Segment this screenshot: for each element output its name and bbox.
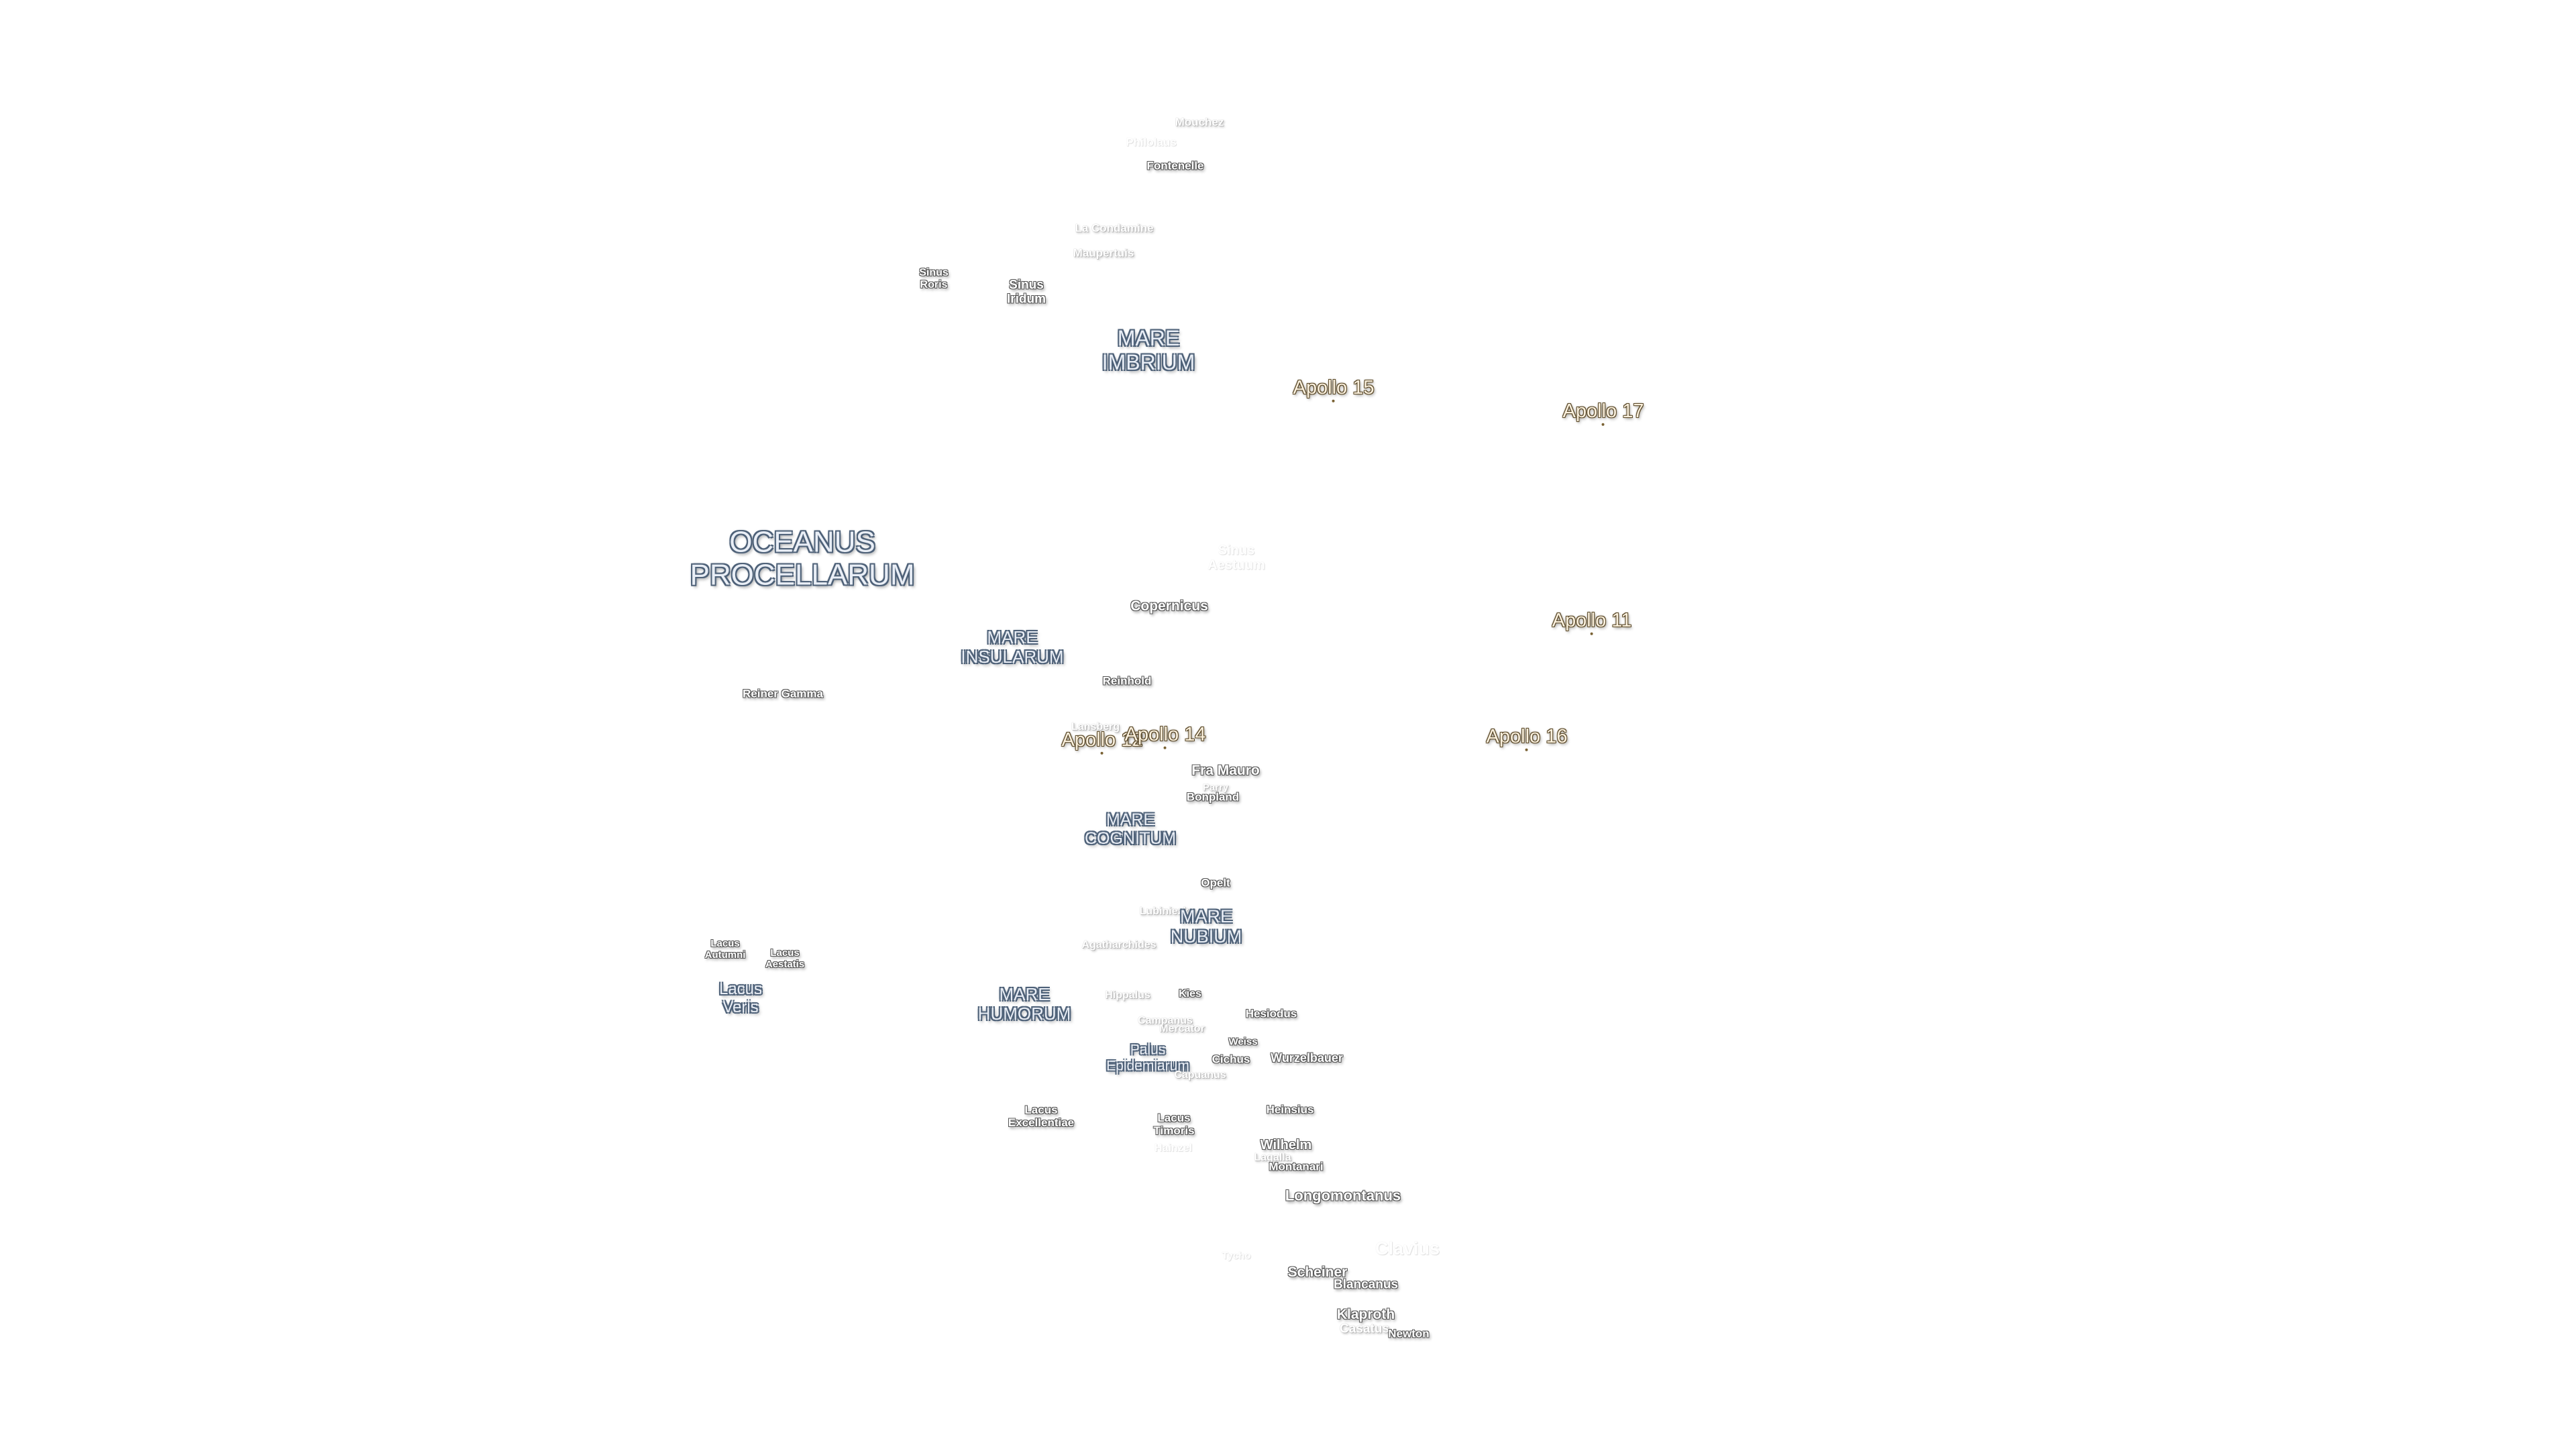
- map-label-mercator[interactable]: Mercator: [1159, 1023, 1205, 1035]
- map-label-reinhold[interactable]: Reinhold: [1102, 674, 1152, 688]
- map-label-copernicus[interactable]: Copernicus: [1130, 598, 1208, 614]
- map-label-philolaus[interactable]: Philolaus: [1126, 136, 1177, 149]
- map-label-hippalus[interactable]: Hippalus: [1105, 989, 1150, 1002]
- map-label-lansberg[interactable]: Lansberg: [1071, 721, 1120, 733]
- map-label-mare-insularum[interactable]: MARE INSULARUM: [961, 627, 1064, 667]
- map-label-sinus-roris[interactable]: Sinus Roris: [919, 267, 949, 290]
- map-label-scheiner[interactable]: Scheiner: [1287, 1265, 1348, 1281]
- map-label-sinus-iridum[interactable]: Sinus Iridum: [1006, 278, 1046, 307]
- map-label-newton[interactable]: Newton: [1388, 1327, 1430, 1340]
- map-label-apollo-14[interactable]: Apollo 14: [1124, 723, 1206, 750]
- map-label-lacus-timoris[interactable]: Lacus Timoris: [1153, 1111, 1195, 1137]
- map-label-lacus-autumni[interactable]: Lacus Autumni: [704, 938, 746, 961]
- map-label-montanari[interactable]: Montanari: [1269, 1160, 1324, 1173]
- map-label-capuanus[interactable]: Capuanus: [1174, 1069, 1226, 1081]
- map-label-mare-cognitum[interactable]: MARE COGNITUM: [1084, 810, 1177, 848]
- map-label-la-condamine[interactable]: La Condamine: [1075, 221, 1154, 235]
- map-label-apollo-17[interactable]: Apollo 17: [1562, 400, 1644, 427]
- map-label-heinsius[interactable]: Heinsius: [1266, 1103, 1314, 1116]
- map-label-fontenelle[interactable]: Fontenelle: [1146, 159, 1204, 172]
- map-label-lubiniezky[interactable]: Lubiniezky: [1139, 906, 1195, 918]
- map-label-mare-imbrium[interactable]: MARE IMBRIUM: [1102, 326, 1195, 374]
- map-label-fra-mauro[interactable]: Fra Mauro: [1191, 763, 1260, 779]
- map-label-longomontanus[interactable]: Longomontanus: [1285, 1187, 1401, 1204]
- map-label-tycho[interactable]: Tycho: [1222, 1250, 1251, 1262]
- map-label-sinus-aestuum[interactable]: Sinus Aestuum: [1208, 543, 1265, 573]
- map-label-mare-humorum[interactable]: MARE HUMORUM: [977, 983, 1071, 1024]
- map-label-maupertuis[interactable]: Maupertuis: [1073, 246, 1134, 260]
- map-label-hainzel[interactable]: Hainzel: [1154, 1142, 1193, 1155]
- map-label-klaproth[interactable]: Klaproth: [1336, 1307, 1395, 1323]
- map-label-apollo-15[interactable]: Apollo 15: [1293, 376, 1375, 403]
- map-label-mouchez[interactable]: Mouchez: [1175, 115, 1224, 129]
- map-label-oceanus-procellarum[interactable]: OCEANUS PROCELLARUM: [690, 525, 915, 592]
- map-label-mare-nubium[interactable]: MARE NUBIUM: [1170, 906, 1242, 947]
- map-label-apollo-16[interactable]: Apollo 16: [1486, 725, 1568, 752]
- map-label-clavius[interactable]: Clavius: [1375, 1238, 1440, 1258]
- map-label-lagalla[interactable]: Lagalla: [1254, 1152, 1291, 1164]
- map-label-blancanus[interactable]: Blancanus: [1333, 1277, 1399, 1292]
- map-label-palus-epidemiarum[interactable]: Palus Epidemiarum: [1106, 1042, 1189, 1073]
- map-label-cichus[interactable]: Cichus: [1212, 1053, 1250, 1066]
- map-label-lacus-aestatis[interactable]: Lacus Aestatis: [765, 947, 805, 970]
- map-label-opelt[interactable]: Opelt: [1201, 876, 1230, 890]
- map-label-hesiodus[interactable]: Hesiodus: [1245, 1007, 1297, 1020]
- map-label-lacus-excellentiae[interactable]: Lacus Excellentiae: [1008, 1103, 1075, 1129]
- map-label-casatus[interactable]: Casatus: [1340, 1322, 1389, 1336]
- map-label-bonpland[interactable]: Bonpland: [1186, 790, 1240, 804]
- map-label-kies[interactable]: Kies: [1179, 988, 1201, 1000]
- map-label-lacus-veris[interactable]: Lacus Veris: [718, 980, 763, 1016]
- map-label-weiss[interactable]: Weiss: [1228, 1036, 1258, 1048]
- map-label-apollo-12[interactable]: Apollo 12: [1061, 729, 1143, 755]
- map-label-campanus[interactable]: Campanus: [1138, 1015, 1193, 1027]
- map-label-parry[interactable]: Parry: [1202, 782, 1229, 794]
- map-label-agatharchides[interactable]: Agatharchides: [1081, 939, 1157, 951]
- map-label-reiner-gamma[interactable]: Reiner Gamma: [743, 687, 823, 700]
- map-label-wurzelbauer[interactable]: Wurzelbauer: [1271, 1051, 1343, 1065]
- map-label-apollo-11[interactable]: Apollo 11: [1552, 609, 1632, 636]
- map-label-wilhelm[interactable]: Wilhelm: [1260, 1137, 1312, 1152]
